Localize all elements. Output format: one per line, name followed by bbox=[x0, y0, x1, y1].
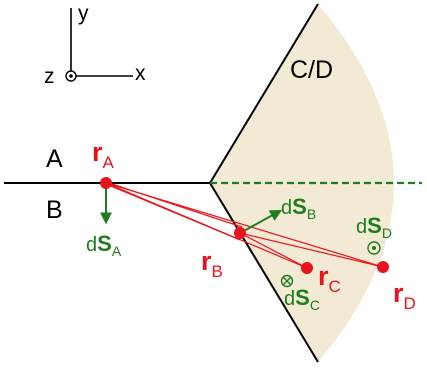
label-ra: rA bbox=[92, 137, 115, 172]
label-dsa: dSA bbox=[86, 231, 122, 259]
point-rc bbox=[301, 262, 313, 274]
dsd-out-of-page-icon bbox=[367, 241, 381, 255]
region-label-b: B bbox=[46, 196, 63, 224]
label-rc: rC bbox=[318, 261, 341, 296]
wedge-lower-boundary bbox=[209, 182, 319, 363]
x-axis-label: x bbox=[135, 62, 146, 85]
coordinate-axes bbox=[65, 8, 133, 82]
ray-rb-to-rc bbox=[239, 232, 308, 269]
region-label-cd: C/D bbox=[290, 56, 333, 84]
label-dsb: dSB bbox=[281, 194, 316, 222]
ray-ra-to-rd bbox=[105, 182, 384, 268]
label-dsd: dSD bbox=[356, 213, 392, 241]
ray-rb-to-rd bbox=[239, 232, 384, 268]
y-axis-label: y bbox=[78, 2, 89, 25]
label-dsc: dSC bbox=[284, 285, 320, 313]
wedge-upper-boundary bbox=[209, 3, 319, 184]
point-rb bbox=[234, 227, 246, 239]
label-rd: rD bbox=[393, 278, 416, 313]
vector-dsb bbox=[241, 209, 283, 233]
region-label-a: A bbox=[46, 145, 63, 173]
ray-ra-to-rc bbox=[105, 182, 308, 269]
ray-bundle bbox=[105, 181, 384, 269]
point-ra bbox=[100, 177, 112, 189]
z-axis-label: z bbox=[44, 65, 55, 88]
point-rd bbox=[377, 261, 389, 273]
z-axis-dot bbox=[69, 74, 73, 78]
label-rb: rB bbox=[201, 246, 223, 281]
dsc-into-page-icon bbox=[280, 274, 294, 288]
